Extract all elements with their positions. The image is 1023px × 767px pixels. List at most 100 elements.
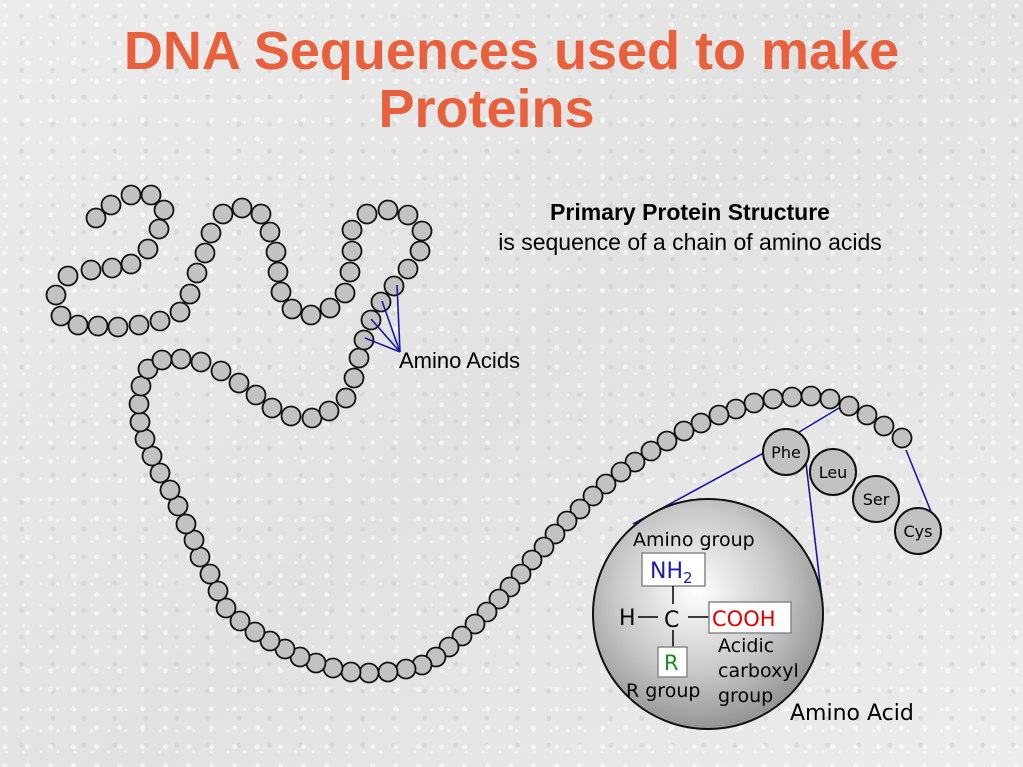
amino-acid-bead — [215, 597, 237, 619]
amino-acid-bead — [343, 367, 365, 389]
amino-acid-bead — [259, 630, 281, 652]
amino-acid-bead — [265, 241, 287, 263]
amino-acid-bead — [370, 291, 392, 313]
title-line-2: Proteins — [378, 79, 595, 139]
amino-acid-bead — [341, 240, 363, 262]
amino-acid-bead — [281, 298, 303, 320]
amino-acids-pointer — [364, 284, 401, 353]
amino-acid-bead — [179, 283, 201, 305]
amino-acid-bead — [129, 411, 151, 433]
amino-acid-bead — [169, 301, 191, 323]
slide-title: DNA Sequences used to make Proteins — [0, 22, 1023, 138]
amino-acid-bead — [267, 261, 289, 283]
amino-acid-bead — [186, 262, 208, 284]
amino-acid-bead — [339, 261, 361, 283]
amino-acid-bead — [149, 462, 171, 484]
amino-acid-bead — [319, 297, 341, 319]
nh2-text: NH2 — [650, 559, 693, 587]
amino-acid-bead — [348, 347, 370, 369]
amino-acid-bead — [137, 238, 159, 260]
amino-acid-bead — [891, 427, 913, 449]
amino-acid-bead — [250, 203, 272, 225]
residue-ser — [852, 475, 900, 523]
carbon-label: C — [664, 608, 679, 633]
amino-acid-bead — [153, 199, 175, 221]
amino-acid-bead — [819, 388, 841, 410]
amino-acid-bead — [120, 184, 142, 206]
acidic-label: Acidic — [718, 635, 774, 657]
named-residues: Phe Leu Ser Cys — [762, 428, 942, 555]
amino-acid-bead — [397, 258, 419, 280]
amino-acid-bead — [383, 275, 405, 297]
residue-cys-label: Cys — [904, 522, 933, 541]
amino-acid-bead — [120, 253, 142, 275]
cooh-text: COOH — [712, 607, 776, 631]
primary-structure-description: is sequence of a chain of amino acids — [498, 229, 882, 255]
amino-acid-bead — [873, 415, 895, 437]
amino-acid-bead — [640, 440, 662, 462]
amino-acid-bead — [228, 372, 250, 394]
carboxyl-label: carboxyl — [718, 660, 799, 682]
amino-acid-bead — [409, 240, 431, 262]
amino-acid-bead — [322, 657, 344, 679]
amino-acids-label: Amino Acids — [399, 348, 520, 373]
amino-acid-bead — [45, 284, 67, 306]
amino-acid-bead — [556, 510, 578, 532]
amino-acid-bead — [200, 222, 222, 244]
residue-leu-label: Leu — [819, 463, 848, 482]
amino-group-label: Amino group — [633, 529, 755, 551]
amino-acid-bead — [838, 395, 860, 417]
amino-acid-bead — [80, 259, 102, 281]
amino-acid-bead — [194, 242, 216, 264]
nh2-box — [641, 552, 706, 587]
r-box — [657, 646, 688, 678]
amino-acid-bead — [856, 404, 878, 426]
amino-acid-bead — [533, 536, 555, 558]
amino-acid-bead — [334, 282, 356, 304]
amino-acid-bead — [411, 220, 433, 242]
amino-acid-bead — [377, 199, 399, 221]
amino-acid-bead — [656, 430, 678, 452]
amino-acid-bead — [170, 348, 192, 370]
amino-acid-bead — [148, 218, 170, 240]
amino-acid-bead — [231, 197, 253, 219]
amino-acid-bead — [259, 221, 281, 243]
cooh-box — [708, 601, 792, 634]
amino-acid-bead — [318, 400, 340, 422]
amino-acid-bead — [207, 580, 229, 602]
residue-phe-label: Phe — [771, 443, 801, 462]
amino-acid-bead — [87, 315, 109, 337]
amino-acid-bead — [100, 194, 122, 216]
amino-acid-bead — [175, 513, 197, 535]
amino-acid-bead — [595, 473, 617, 495]
residue-cys — [894, 507, 942, 555]
amino-acid-chain — [45, 184, 913, 684]
amino-acid-bead — [690, 412, 712, 434]
hydrogen-label: H — [619, 606, 636, 631]
amino-acid-bead — [582, 485, 604, 507]
amino-acid-bead — [151, 349, 173, 371]
residue-phe — [762, 428, 810, 476]
amino-acid-bead — [569, 498, 591, 520]
amino-acid-bead — [128, 393, 150, 415]
residue-ser-label: Ser — [863, 490, 890, 509]
amino-acid-bead — [340, 661, 362, 683]
r-text: R — [664, 651, 679, 675]
primary-structure-caption: Primary Protein Structure is sequence of… — [440, 197, 940, 257]
amino-acid-bead — [397, 204, 419, 226]
amino-acid-bead — [610, 461, 632, 483]
amino-acid-bead — [356, 203, 378, 225]
amino-acid-bead — [210, 360, 232, 382]
amino-acid-bead — [353, 329, 375, 351]
amino-acid-bead — [673, 420, 695, 442]
amino-acid-bead — [743, 392, 765, 414]
amino-acid-bead — [140, 184, 162, 206]
amino-acid-bead — [300, 304, 322, 326]
amino-acid-bead — [762, 388, 784, 410]
amino-acid-bead — [341, 219, 363, 241]
amino-acid-bead — [149, 310, 171, 332]
amino-acid-bead — [800, 385, 822, 407]
title-line-1: DNA Sequences used to make — [123, 21, 900, 81]
residue-leu — [809, 448, 857, 496]
